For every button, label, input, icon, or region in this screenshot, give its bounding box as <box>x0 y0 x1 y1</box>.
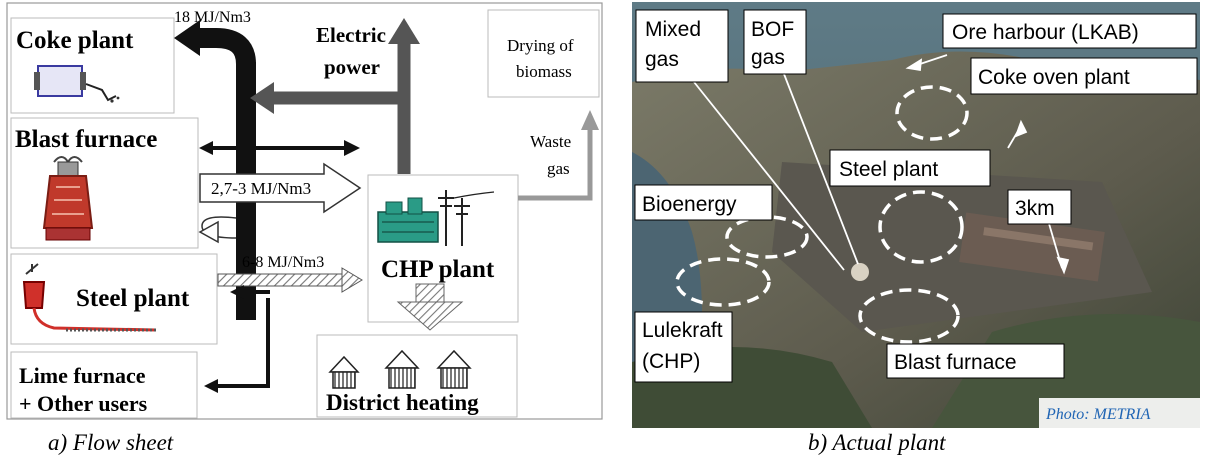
lulekraft-label-1: Lulekraft <box>642 319 723 342</box>
coke-oven-plant-label: Coke oven plant <box>978 66 1130 89</box>
steel-plant-photo-label: Steel plant <box>839 158 938 181</box>
gas-label: gas <box>547 159 570 178</box>
blast-gas-flow: 2,7-3 MJ/Nm3 <box>198 162 362 244</box>
steel-plant-label: Steel plant <box>76 285 190 312</box>
blast-furnace-node: Blast furnace <box>10 117 199 249</box>
lulekraft-label-2: (CHP) <box>642 350 700 373</box>
power-station-icon <box>377 190 495 246</box>
blast-furnace-icon <box>42 156 94 241</box>
electric-power-flow: Electric power <box>250 18 420 174</box>
blast-furnace-label: Blast furnace <box>15 126 157 153</box>
bof-gas-label-2: gas <box>751 46 785 69</box>
waste-label: Waste <box>530 132 571 151</box>
drying-biomass-node: Drying of biomass <box>487 9 600 98</box>
coke-plant-node: Coke plant <box>10 17 175 114</box>
district-heating-node: District heating <box>316 334 518 418</box>
mixed-gas-label-1: Mixed <box>645 18 701 41</box>
gas-to-blast-furnace-arrow <box>199 141 238 155</box>
blast-gas-value: 2,7-3 MJ/Nm3 <box>211 179 311 198</box>
gas-to-steel-plant-arrow <box>230 285 270 299</box>
chp-plant-label: CHP plant <box>381 256 495 283</box>
bof-gas-flow: 6-8 MJ/Nm3 <box>217 254 363 293</box>
flow-sheet-diagram: Coke plant Blast furnace Steel plant <box>6 2 603 420</box>
mixed-gas-label-2: gas <box>645 48 679 71</box>
district-heating-label: District heating <box>326 390 479 415</box>
steel-plant-node: Steel plant <box>10 253 218 345</box>
storage-tank <box>851 263 869 281</box>
plant-aerial-photo: Mixed gas BOF gas Ore harbour (LKAB) Cok… <box>632 2 1200 428</box>
pointer-lines <box>693 54 1070 275</box>
photo-credit: Photo: METRIA <box>1045 406 1151 423</box>
bof-gas-label-1: BOF <box>751 18 794 41</box>
converter-icon <box>22 263 157 332</box>
electric-label: Electric <box>316 23 386 47</box>
caption-actual-plant: b) Actual plant <box>808 430 946 455</box>
waste-gas-flow: Waste gas <box>518 110 599 201</box>
coke-oven-icon <box>34 65 120 103</box>
coke-plant-label: Coke plant <box>16 27 134 54</box>
power-label: power <box>324 55 380 79</box>
coke-gas-value: 18 MJ/Nm3 <box>174 9 251 26</box>
lime-furnace-label: Lime furnace <box>19 363 146 388</box>
other-users-label: + Other users <box>19 391 148 416</box>
bioenergy-label: Bioenergy <box>642 193 737 216</box>
heat-flow-arrow <box>396 283 464 331</box>
distance-label: 3km <box>1015 197 1055 220</box>
houses-icon <box>328 349 472 389</box>
caption-flow-sheet: a) Flow sheet <box>48 430 174 455</box>
biomass-label: biomass <box>516 62 572 81</box>
blast-furnace-photo-label: Blast furnace <box>894 351 1017 374</box>
drying-label: Drying of <box>507 36 574 55</box>
gas-to-chp-arrow <box>254 140 360 156</box>
bof-gas-value: 6-8 MJ/Nm3 <box>242 254 324 271</box>
ore-harbour-label: Ore harbour (LKAB) <box>952 21 1139 44</box>
lime-furnace-node: Lime furnace + Other users <box>10 351 198 419</box>
gas-to-lime-furnace-arrow <box>204 298 270 393</box>
